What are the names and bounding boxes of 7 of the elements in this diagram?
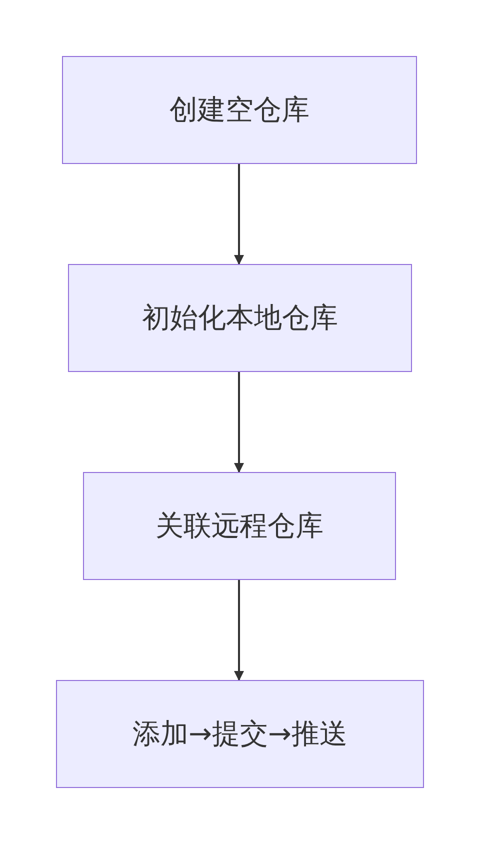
arrow [234, 372, 244, 473]
arrow [234, 580, 244, 681]
process-box: 初始化本地仓库 [68, 264, 412, 372]
process-box: 添加→提交→推送 [56, 680, 424, 788]
process-box: 关联远程仓库 [83, 472, 396, 580]
process-box: 创建空仓库 [62, 56, 417, 164]
arrow [234, 164, 244, 265]
